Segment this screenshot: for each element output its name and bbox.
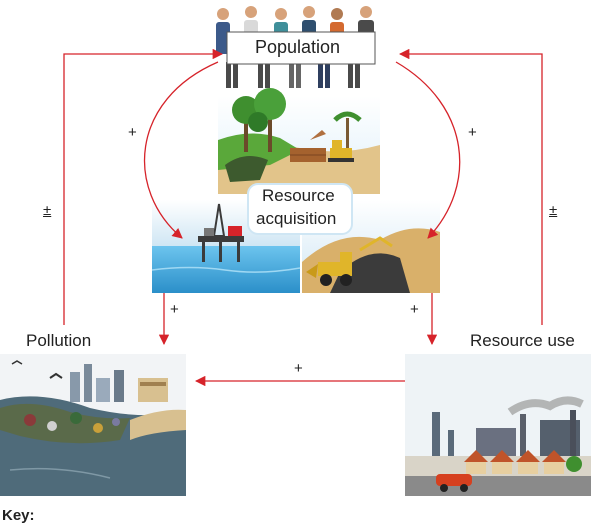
sign-population-to-oil: +	[128, 124, 137, 141]
sign-resource-use-to-pollution: +	[294, 360, 303, 377]
people-group-illustration	[216, 6, 376, 88]
arrow-resource-use-to-population	[398, 48, 543, 325]
resource-acquisition-label-line1: Resource	[262, 186, 335, 205]
sign-coal-to-resource-use: +	[410, 301, 419, 318]
industrial-town-illustration	[405, 354, 591, 496]
coal-mine-illustration	[302, 200, 440, 293]
resource-use-label: Resource use	[470, 331, 575, 350]
oil-platform-illustration	[151, 200, 301, 293]
arrow-population-to-oil	[143, 61, 219, 239]
resource-acquisition-label-line2: acquisition	[256, 209, 337, 228]
sign-pollution-to-population: ±	[43, 202, 52, 219]
sign-population-to-coal: +	[468, 124, 477, 141]
resource-acquisition-box	[247, 183, 353, 235]
arrows	[63, 48, 543, 387]
pollution-label: Pollution	[26, 331, 92, 350]
population-label: Population	[255, 37, 341, 57]
forest-clearing-illustration	[218, 88, 380, 194]
sign-oil-to-pollution: +	[170, 301, 179, 318]
arrow-population-to-coal	[395, 61, 461, 239]
sign-resource-use-to-population: ±	[549, 202, 558, 219]
polluted-waterfront-illustration	[0, 354, 186, 496]
key-heading: Key:	[2, 507, 35, 524]
arrow-pollution-to-population	[63, 48, 224, 325]
